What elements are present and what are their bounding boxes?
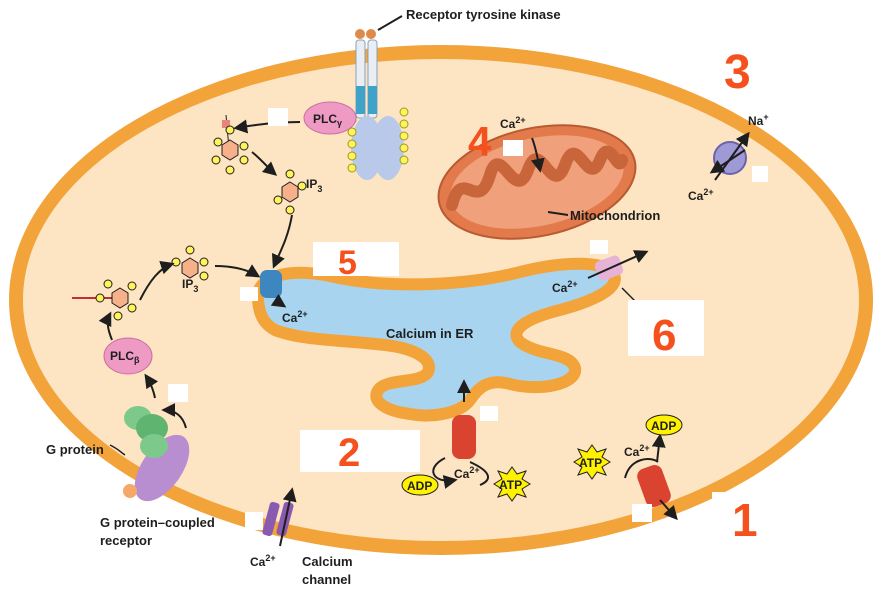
calcium-label-membrane-pump: Ca2+ [624,443,650,459]
answer-box-6 [628,300,704,356]
mitochondrion [437,124,637,240]
mitochondrion-label: Mitochondrion [570,208,660,223]
ip3-molecule-top [273,169,307,215]
handwritten-number-4: 4 [468,118,492,165]
endoplasmic-reticulum [251,257,621,422]
answer-box-exchanger [752,166,768,182]
plc-gamma-label: PLCγ [313,112,342,128]
answer-box-channel [245,512,263,530]
calcium-label-exchanger: Ca2+ [688,187,714,203]
calcium-channel-label-line2: channel [302,572,351,587]
plc-beta-label: PLCβ [110,349,140,365]
answer-box-er-pump [480,406,498,421]
plasma-membrane-calcium-pump [624,433,678,521]
answer-box-4 [503,140,523,156]
ip3-molecule-left [171,245,209,281]
gpcr-label-line2: receptor [100,533,152,548]
adp-badge-membrane-pump: ADP [645,414,683,436]
calcium-label-er-pump: Ca2+ [454,465,480,481]
g-protein-coupled-receptor [123,434,190,502]
atp-burst-membrane-pump: ATP [573,444,611,480]
answer-box-3 [703,43,777,95]
calcium-label-ip3-receptor: Ca2+ [282,309,308,325]
sodium-label: Na+ [748,112,769,128]
calcium-channel [262,487,297,547]
handwritten-number-2: 2 [338,431,360,475]
er-calcium-pump [432,379,489,489]
er-label: Calcium in ER [386,326,474,341]
calcium-label-mitochondrion: Ca2+ [500,115,526,131]
handwritten-number-3: 3 [724,46,751,99]
ip3-label-left: IP3 [182,277,198,294]
answer-box-membrane-pump [632,504,652,522]
answer-box-5 [313,242,399,276]
ip3-label-top: IP3 [306,177,322,194]
handwritten-number-5: 5 [338,244,357,282]
answer-box-ip3-receptor [240,287,258,301]
sodium-calcium-exchanger [709,131,750,181]
atp-label-membrane-pump: ATP [579,456,602,470]
atp-burst-er-pump: ATP [493,466,531,502]
adp-label-er-pump: ADP [407,479,432,493]
calcium-label-er-channel: Ca2+ [552,279,578,295]
pip2-molecule-top [211,114,249,175]
adp-badge-er-pump: ADP [401,474,439,496]
receptor-tyrosine-kinase [347,29,409,180]
adp-label-membrane-pump: ADP [651,419,676,433]
calcium-label-channel: Ca2+ [250,553,276,569]
handwritten-number-6: 6 [652,311,676,360]
gpcr-label-line1: G protein–coupled [100,515,215,530]
answer-box-g-protein [168,384,188,402]
rtk-label: Receptor tyrosine kinase [406,7,561,22]
answer-box-1 [712,492,784,542]
ip3-receptor-channel [260,270,287,308]
plc-gamma [303,101,357,135]
g-protein-label: G protein [46,442,104,457]
answer-box-2 [300,430,420,472]
calcium-channel-label-line1: Calcium [302,554,353,569]
handwritten-number-1: 1 [732,494,758,546]
g-protein [109,406,168,458]
flow-arrows [98,15,569,429]
answer-box-plc-gamma [268,108,288,126]
plc-beta [103,337,153,375]
atp-label-er-pump: ATP [499,478,522,492]
pip2-molecule-left [72,279,137,321]
answer-box-er-channel [590,240,608,254]
